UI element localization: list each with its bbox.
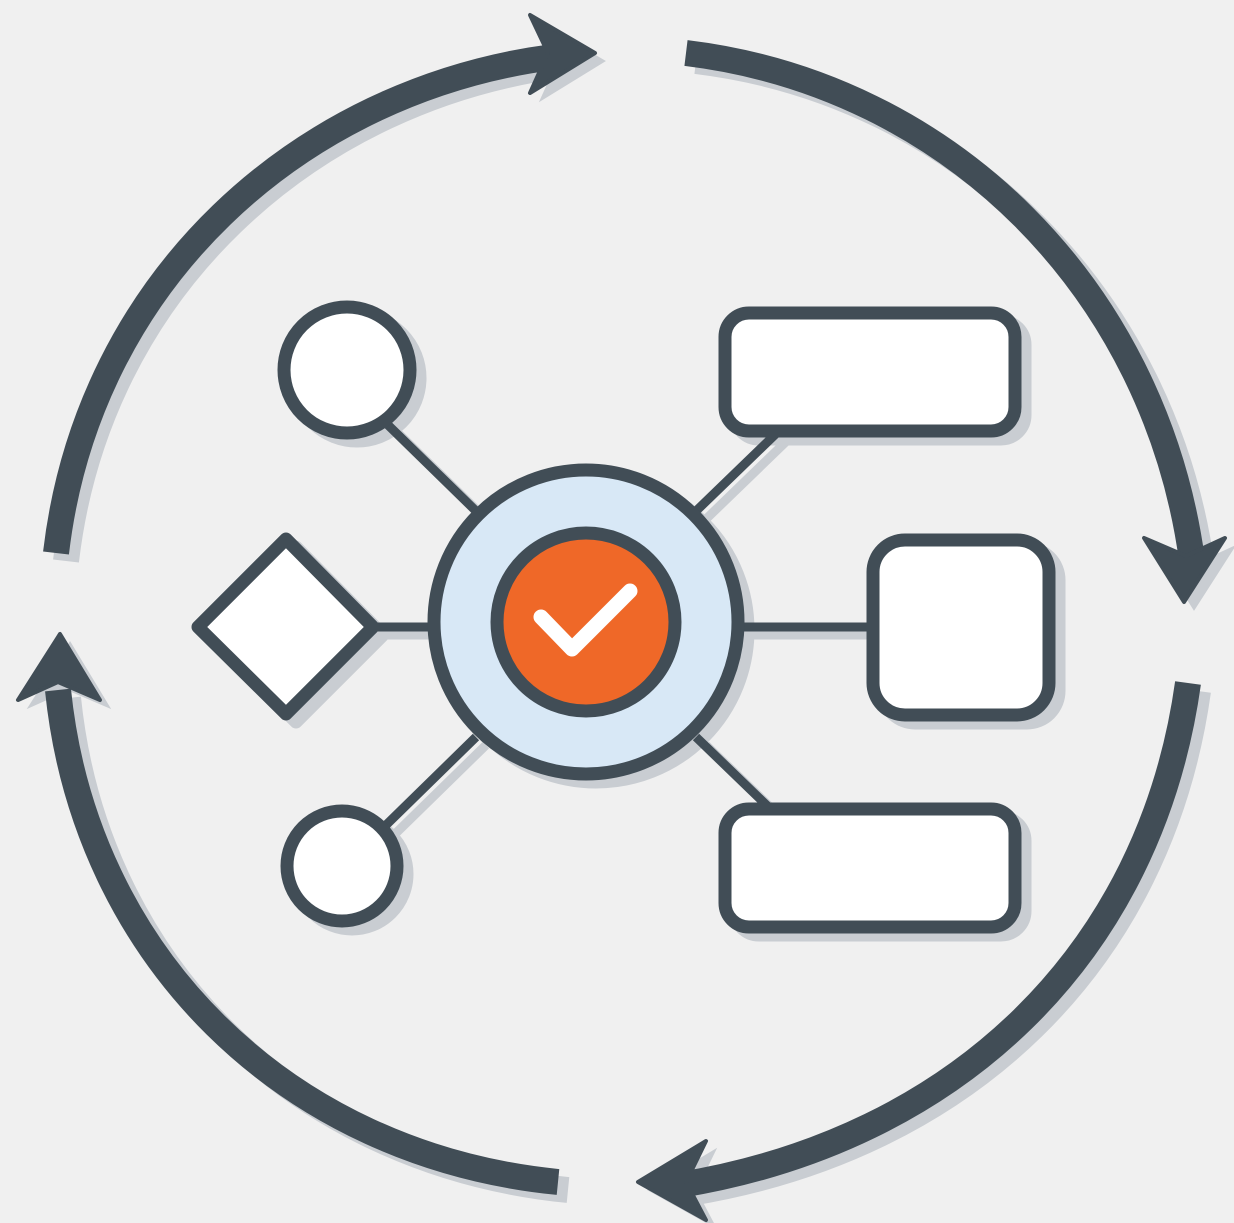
hub-core bbox=[490, 526, 682, 718]
check-icon bbox=[533, 583, 638, 657]
arrow-head-icon bbox=[1142, 536, 1227, 604]
arrow-head-icon bbox=[528, 13, 597, 95]
arrow-head-icon bbox=[636, 1139, 708, 1222]
nodes bbox=[191, 300, 1056, 934]
central-hub bbox=[427, 463, 745, 781]
connector-rect-top bbox=[690, 421, 789, 517]
cycle-arrows bbox=[16, 13, 1227, 1222]
cycle-arrow-top-left bbox=[43, 13, 597, 555]
node-rect-top bbox=[718, 306, 1022, 438]
node-diamond bbox=[191, 532, 380, 721]
node-circle-top bbox=[277, 300, 417, 440]
node-circle-bottom bbox=[280, 804, 404, 928]
connector-circle-bottom bbox=[380, 733, 480, 831]
node-rect-bottom bbox=[718, 802, 1022, 934]
arrow-head-icon bbox=[16, 632, 102, 702]
node-square-middle bbox=[866, 533, 1056, 722]
cycle-arrow-top-right bbox=[684, 40, 1227, 604]
cycle-arrow-bottom-left bbox=[16, 632, 560, 1195]
connector-circle-top bbox=[384, 421, 482, 517]
cycle-arrow-bottom-right bbox=[636, 681, 1201, 1222]
